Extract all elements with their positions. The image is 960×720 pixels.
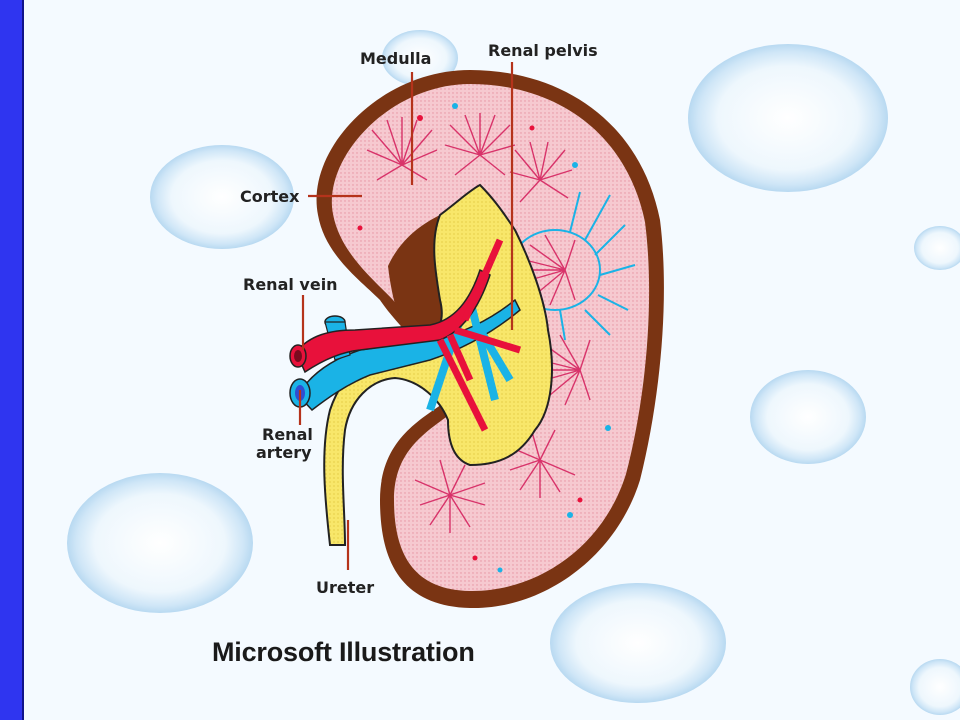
pyramid xyxy=(366,117,438,181)
label-medulla: Medulla xyxy=(360,49,431,68)
bubble xyxy=(382,30,458,86)
side-accent-bar xyxy=(0,0,24,720)
label-renal-vein: Renal vein xyxy=(243,275,338,294)
artery-lumen xyxy=(294,350,302,362)
bubble xyxy=(150,145,294,249)
bubble xyxy=(688,44,888,192)
pyramid xyxy=(509,141,573,203)
label-ureter: Ureter xyxy=(316,578,374,597)
illustration-credit: Microsoft Illustration xyxy=(212,637,475,667)
label-cortex: Cortex xyxy=(240,187,300,206)
pyramid xyxy=(414,459,486,533)
pyramid xyxy=(444,113,516,176)
vessel-dots xyxy=(357,103,611,573)
pyramid xyxy=(535,334,591,406)
leader-lines xyxy=(298,62,514,570)
artery-branches xyxy=(436,238,522,432)
bubble xyxy=(914,226,960,270)
label-renal-artery-line1: Renal xyxy=(262,425,313,444)
bubble xyxy=(67,473,253,613)
pyramid xyxy=(504,424,576,498)
label-renal-pelvis: Renal pelvis xyxy=(488,41,598,60)
pyramid xyxy=(520,234,576,306)
bubble xyxy=(910,659,960,715)
label-renal-artery-line2: artery xyxy=(256,443,312,462)
bubble xyxy=(750,370,866,464)
medulla-pyramids xyxy=(366,113,591,533)
bubble xyxy=(550,583,726,703)
